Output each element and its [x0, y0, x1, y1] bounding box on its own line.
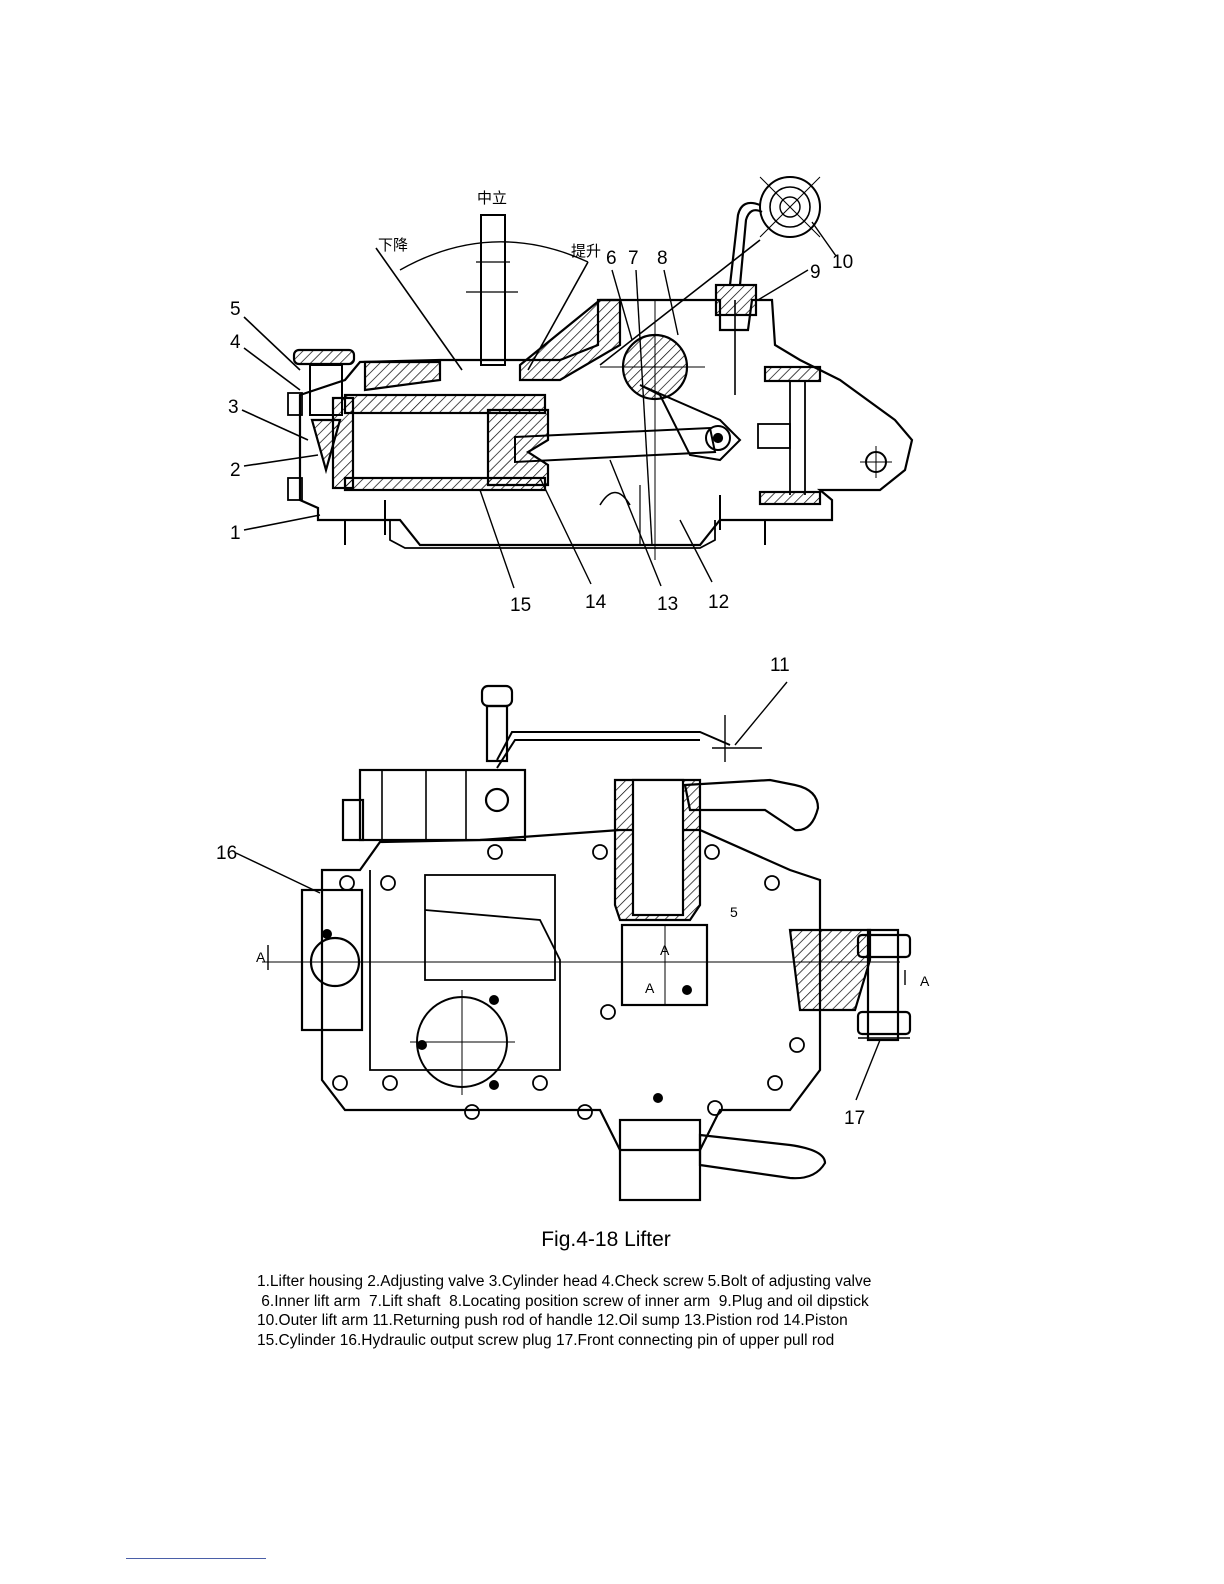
- lower-label: 下降: [378, 236, 408, 254]
- callout-15: 15: [510, 595, 531, 616]
- callout-9: 9: [810, 262, 821, 283]
- callout-6: 6: [606, 248, 617, 269]
- legend-line-3: 10.Outer lift arm 11.Returning push rod …: [257, 1312, 848, 1330]
- section-mark-a-right: A: [920, 973, 930, 989]
- detail-label-5: 5: [730, 904, 738, 920]
- callout-17: 17: [844, 1108, 865, 1129]
- figure-caption-text: Fig.4-18 Lifter: [541, 1228, 671, 1251]
- callout-4: 4: [230, 332, 241, 353]
- callout-14: 14: [585, 592, 607, 613]
- callout-12: 12: [708, 592, 729, 613]
- callout-8: 8: [657, 248, 668, 269]
- bottom-plan-view: [235, 681, 912, 1202]
- section-mark-a-center-1: A: [660, 942, 670, 958]
- callout-5: 5: [230, 299, 241, 320]
- top-section-view: [241, 176, 914, 589]
- figure-caption: Fig.4-18 Lifter: [0, 1228, 1224, 1252]
- section-mark-a-center-2: A: [645, 980, 655, 996]
- callout-2: 2: [230, 460, 241, 481]
- callout-16: 16: [216, 843, 237, 864]
- callout-11: 11: [770, 655, 790, 676]
- legend-line-1: 1.Lifter housing 2.Adjusting valve 3.Cyl…: [257, 1273, 872, 1290]
- legend-line-4: 15.Cylinder 16.Hydraulic output screw pl…: [257, 1331, 835, 1349]
- bottom-view-texts: 11 16 17 A A A A 5: [216, 655, 930, 1129]
- figure-legend: 1.Lifter housing 2.Adjusting valve 3.Cyl…: [257, 1272, 987, 1350]
- neutral-label: 中立: [477, 189, 507, 207]
- top-view-texts: 中立 下降 提升 5 4 3 2 1 6 7 8 9 10 12 13 14 1…: [228, 189, 853, 616]
- lift-label: 提升: [571, 242, 601, 260]
- callout-7: 7: [628, 248, 639, 269]
- legend-line-2: 6.Inner lift arm 7.Lift shaft 8.Locating…: [257, 1292, 869, 1310]
- callout-10: 10: [832, 252, 853, 273]
- section-mark-a-left: A: [256, 949, 266, 965]
- footnote-rule: [126, 1558, 266, 1559]
- callout-1: 1: [230, 523, 241, 544]
- callout-3: 3: [228, 397, 239, 418]
- callout-13: 13: [657, 594, 678, 615]
